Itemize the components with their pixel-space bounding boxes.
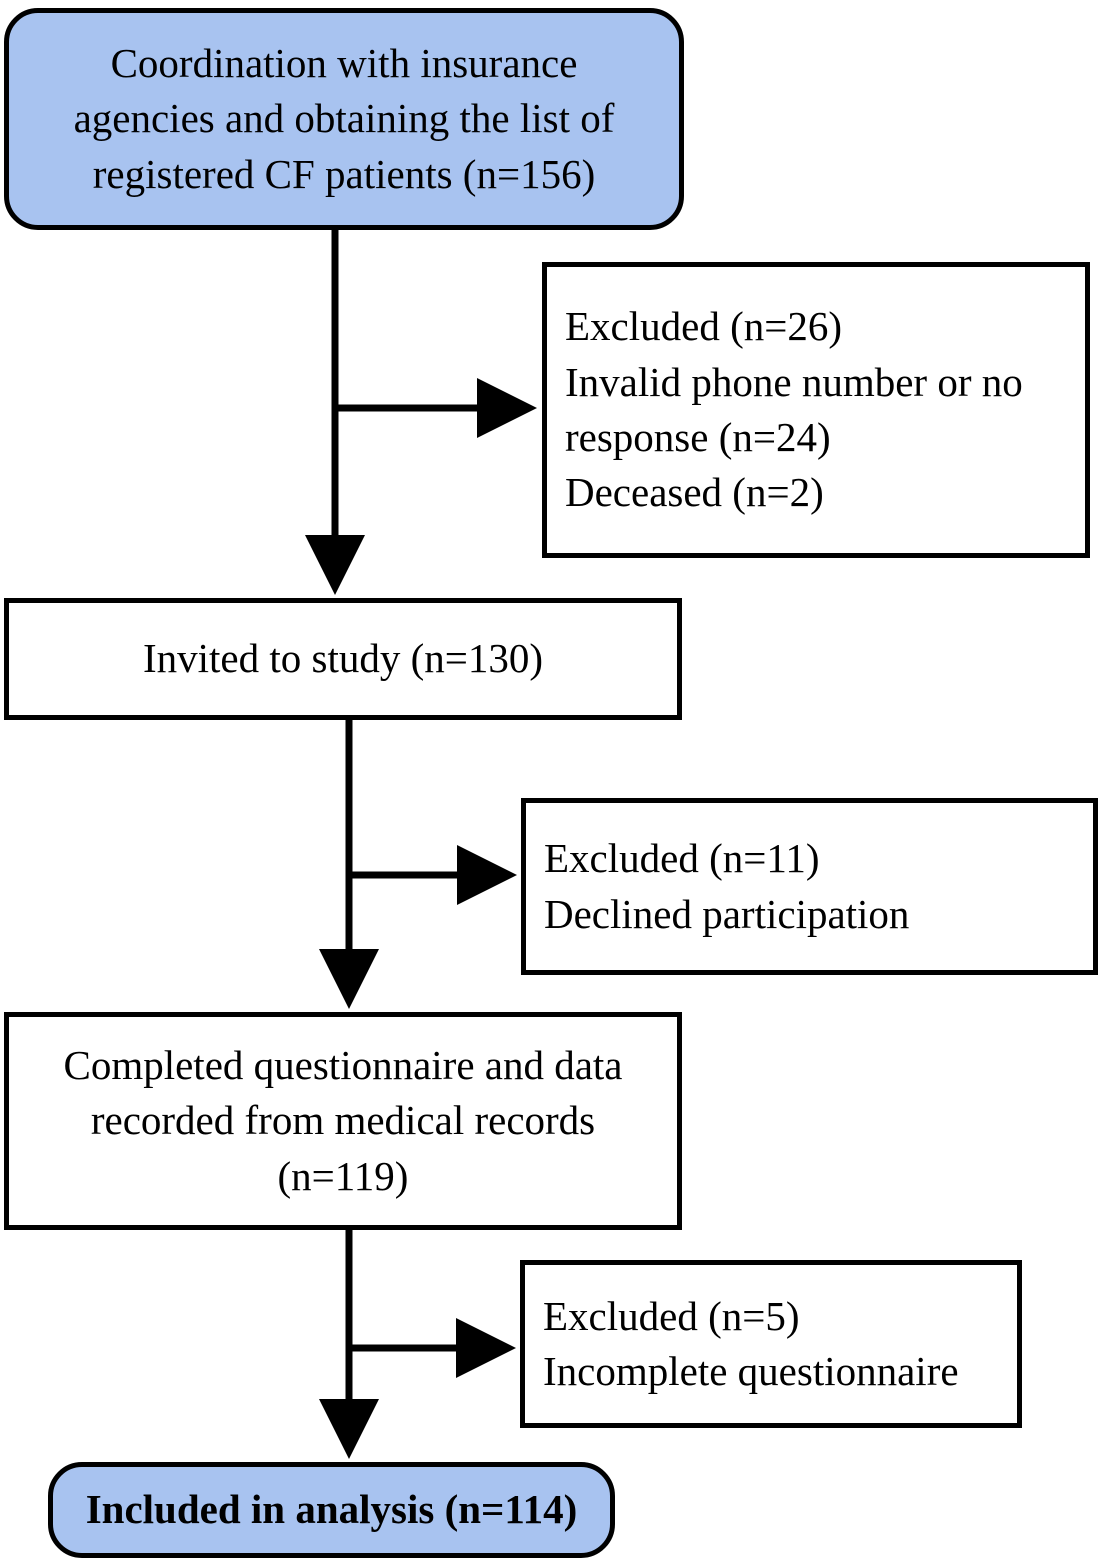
- node-excluded-step-1-text: Excluded (n=26) Invalid phone number or …: [547, 299, 1085, 520]
- node-excluded-step-3: Excluded (n=5) Incomplete questionnaire: [520, 1260, 1022, 1428]
- node-invited-to-study-text: Invited to study (n=130): [9, 631, 677, 686]
- node-completed-questionnaire: Completed questionnaire and data recorde…: [4, 1012, 682, 1230]
- node-excluded-step-1-line-4: Deceased (n=2): [565, 469, 824, 516]
- node-completed-questionnaire-line-2: recorded from medical records: [90, 1097, 596, 1144]
- node-source-line-1: Coordination with insurance: [110, 39, 578, 86]
- node-source-coordination: Coordination with insurance agencies and…: [4, 8, 684, 230]
- node-excluded-step-2-line-2: Declined participation: [544, 890, 910, 937]
- node-invited-to-study-line-1: Invited to study (n=130): [142, 635, 544, 682]
- node-completed-questionnaire-line-3: (n=119): [277, 1152, 409, 1199]
- node-excluded-step-3-line-2: Incomplete questionnaire: [543, 1348, 959, 1394]
- node-excluded-step-1-line-2: Invalid phone number or no: [565, 358, 1023, 405]
- node-completed-questionnaire-text: Completed questionnaire and data recorde…: [9, 1038, 677, 1204]
- node-excluded-step-3-line-1: Excluded (n=5): [543, 1292, 800, 1339]
- node-excluded-step-1: Excluded (n=26) Invalid phone number or …: [542, 262, 1090, 558]
- node-source-line-2: agencies and obtaining the list of: [73, 95, 615, 142]
- node-invited-to-study: Invited to study (n=130): [4, 598, 682, 720]
- node-included-in-analysis-text: Included in analysis (n=114): [53, 1482, 610, 1537]
- node-excluded-step-2-line-1: Excluded (n=11): [544, 835, 820, 882]
- node-completed-questionnaire-line-1: Completed questionnaire and data: [63, 1041, 623, 1088]
- node-excluded-step-3-text: Excluded (n=5) Incomplete questionnaire: [525, 1289, 1017, 1400]
- node-excluded-step-1-line-1: Excluded (n=26): [565, 303, 843, 350]
- node-included-in-analysis: Included in analysis (n=114): [48, 1462, 615, 1558]
- node-source-line-3: registered CF patients (n=156): [92, 150, 596, 197]
- node-excluded-step-1-line-3: response (n=24): [565, 414, 831, 460]
- node-source-text: Coordination with insurance agencies and…: [9, 36, 679, 202]
- node-excluded-step-2-text: Excluded (n=11) Declined participation: [526, 831, 1093, 942]
- node-excluded-step-2: Excluded (n=11) Declined participation: [521, 798, 1098, 975]
- node-included-in-analysis-line-1: Included in analysis (n=114): [85, 1486, 578, 1533]
